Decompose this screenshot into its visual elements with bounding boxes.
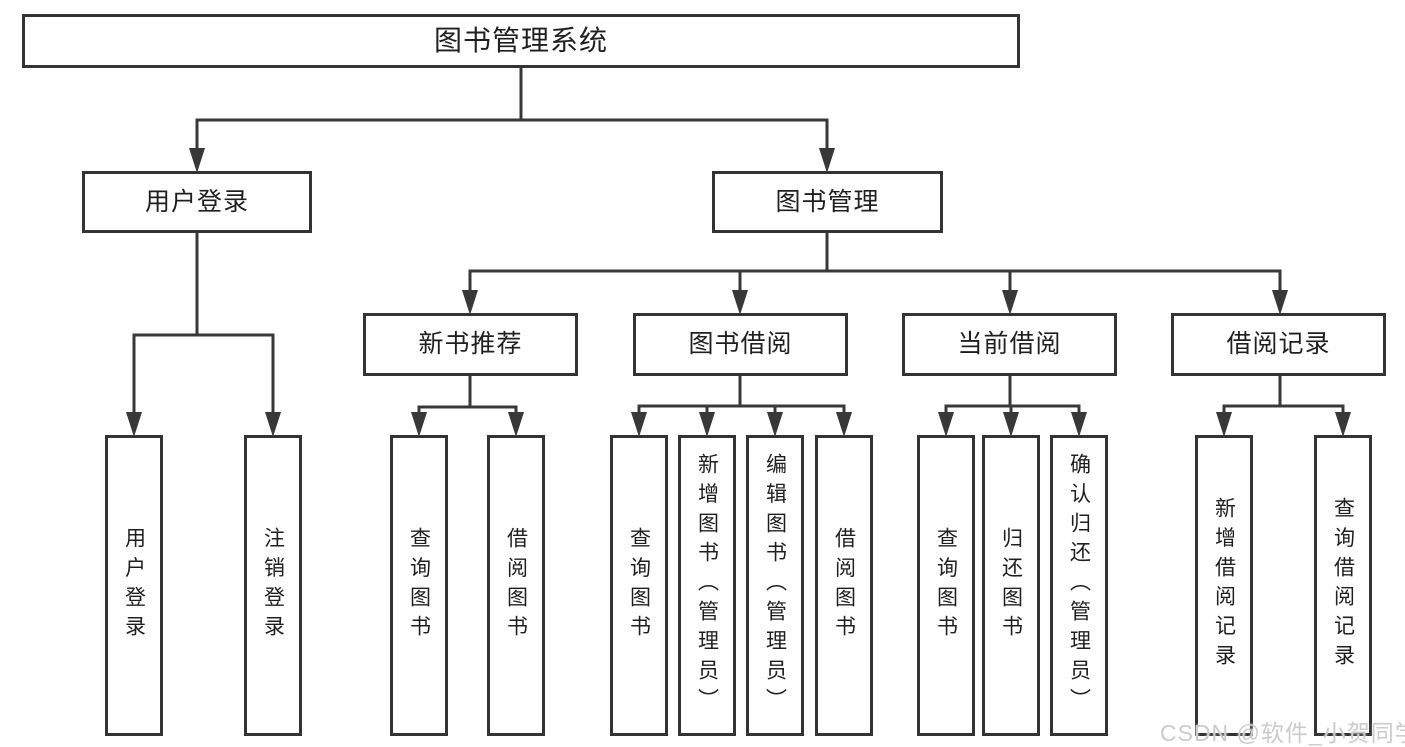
leaf-recommend-borrow-books: 借阅图书	[487, 435, 545, 736]
leaf-current-return-books: 归还图书	[982, 435, 1040, 736]
node-user-login: 用户登录	[82, 171, 312, 233]
leaf-current-query-books: 查询图书	[917, 435, 975, 736]
leaf-logout: 注销登录	[244, 435, 302, 736]
node-book-management: 图书管理	[712, 171, 943, 233]
leaf-records-query-record: 查询借阅记录	[1314, 435, 1372, 736]
arrowheads	[126, 148, 1351, 437]
node-new-book-recommend: 新书推荐	[363, 313, 578, 376]
leaf-borrow-borrow-books: 借阅图书	[815, 435, 873, 736]
node-book-borrow: 图书借阅	[633, 313, 848, 376]
node-current-borrow: 当前借阅	[902, 313, 1117, 376]
leaf-current-confirm-return-admin: 确认归还（管理员）	[1050, 435, 1108, 736]
node-root: 图书管理系统	[22, 14, 1020, 68]
leaf-borrow-edit-books-admin: 编辑图书（管理员）	[746, 435, 804, 736]
leaf-borrow-query-books: 查询图书	[610, 435, 668, 736]
leaf-records-add-record: 新增借阅记录	[1195, 435, 1253, 736]
leaf-recommend-query-books: 查询图书	[390, 435, 448, 736]
node-borrow-records: 借阅记录	[1171, 313, 1386, 376]
leaf-user-login: 用户登录	[105, 435, 163, 736]
leaf-borrow-add-books-admin: 新增图书（管理员）	[678, 435, 736, 736]
csdn-watermark: CSDN @软件_小贺同学	[1160, 720, 1405, 746]
